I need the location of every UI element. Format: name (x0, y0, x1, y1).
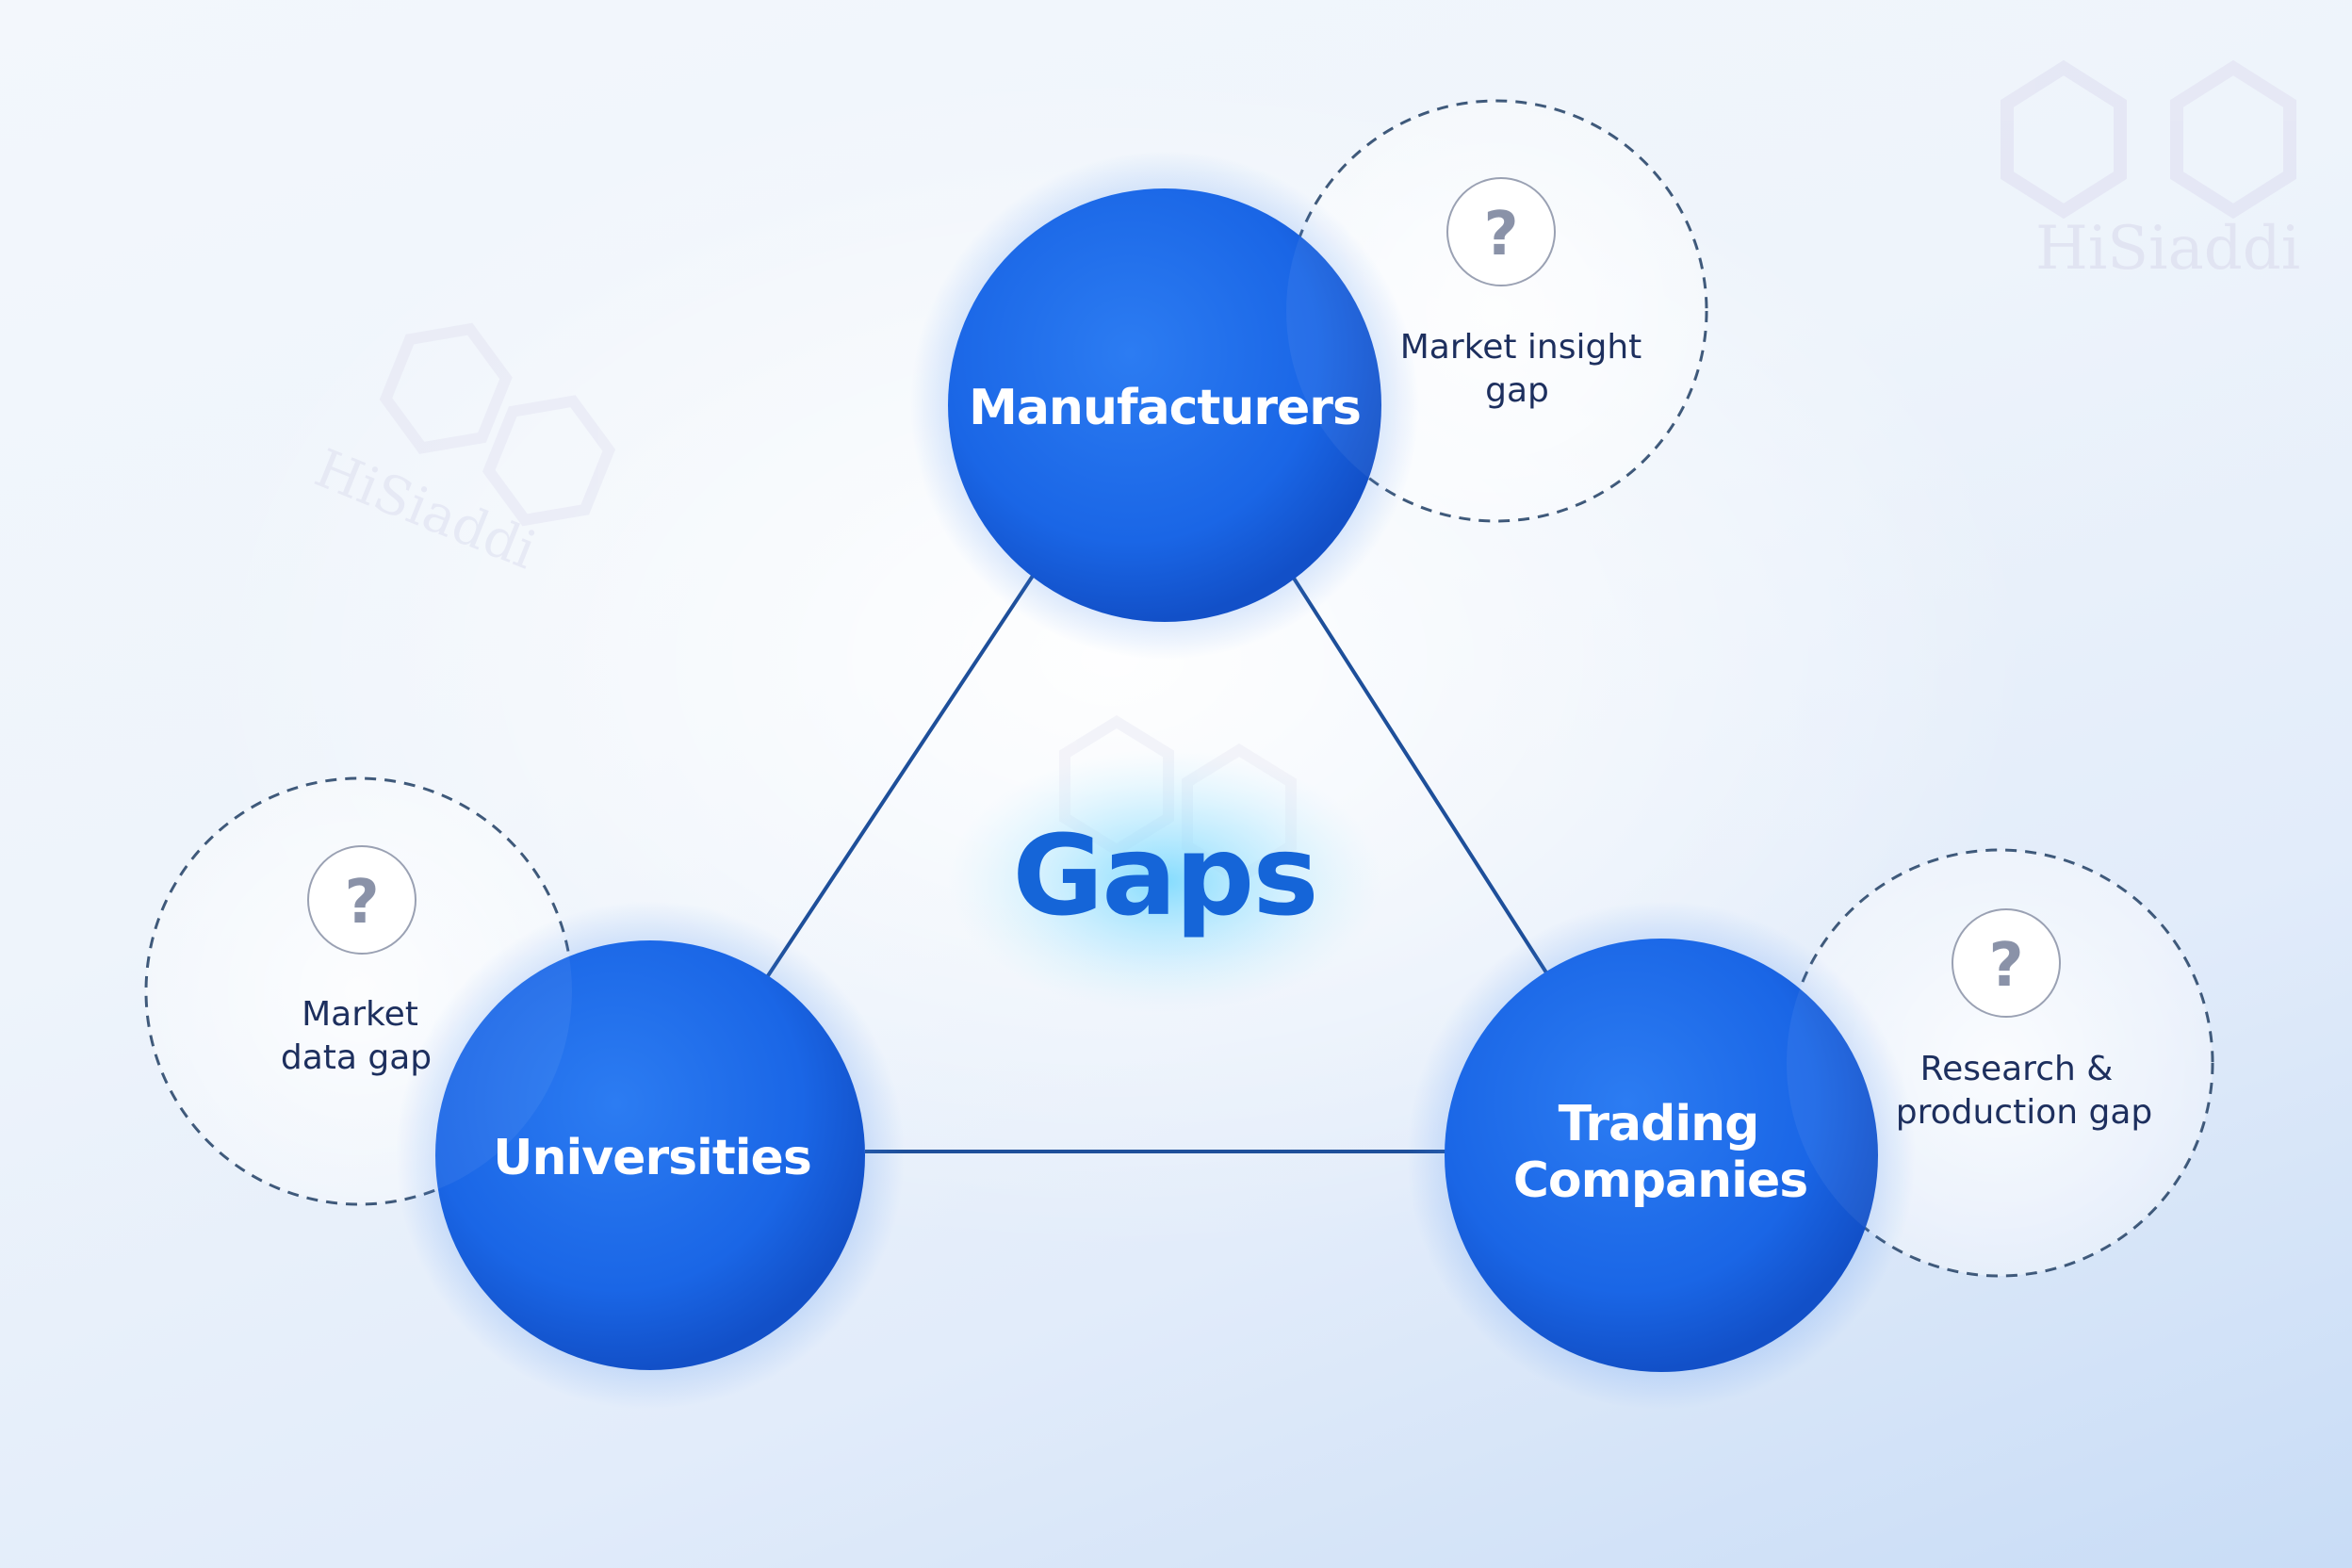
connector-manufacturers-universities (763, 571, 1037, 982)
center-glow (948, 749, 1381, 1013)
node-label-trading-line1: Trading (1559, 1096, 1759, 1152)
node-trading-companies: Trading Companies (1445, 939, 1878, 1372)
gap-overlay (146, 778, 572, 1204)
question-icon (307, 845, 416, 955)
node-label-universities: Universities (493, 1130, 811, 1186)
node-label-trading-line2: Companies (1513, 1152, 1807, 1209)
node-circle (948, 188, 1381, 622)
question-mark: ? (344, 868, 379, 938)
center-gaps: Gaps (948, 749, 1381, 1013)
node-circle (435, 940, 865, 1370)
gap-label-research-production-line2: production gap (1896, 1093, 2153, 1132)
node-manufacturers: Manufacturers (948, 188, 1381, 622)
gap-label-market-insight-line2: gap (1485, 371, 1549, 410)
connector-lines (763, 571, 1553, 1153)
gap-content-research-production: ? Research & production gap (1896, 908, 2153, 1132)
gap-overlay (1286, 101, 1707, 521)
gap-label-market-data-line1: Market (302, 995, 418, 1034)
gap-content-market-data: ? Market data gap (281, 845, 432, 1077)
gap-label-market-insight-line1: Market insight (1400, 328, 1642, 367)
question-icon (1952, 908, 2061, 1018)
gap-label-research-production-line1: Research & (1920, 1050, 2114, 1088)
question-mark: ? (1988, 931, 2023, 1001)
gap-content-market-insight: ? Market insight gap (1400, 177, 1642, 410)
node-circle (1445, 939, 1878, 1372)
watermark-text-left: HiSiaddi (306, 438, 544, 581)
watermark-text: HiSiaddi (2035, 214, 2300, 284)
connector-manufacturers-trading (1291, 575, 1553, 982)
question-mark: ? (1483, 200, 1518, 270)
gap-label-market-data-line2: data gap (281, 1038, 432, 1077)
gap-overlay (1787, 850, 2213, 1276)
node-universities: Universities (435, 940, 865, 1370)
watermark-top-right: HiSiaddi (2001, 59, 2300, 284)
center-title: Gaps (1012, 810, 1316, 940)
node-label-manufacturers: Manufacturers (969, 380, 1361, 436)
question-icon (1446, 177, 1556, 286)
watermark-left: HiSiaddi (306, 322, 616, 581)
